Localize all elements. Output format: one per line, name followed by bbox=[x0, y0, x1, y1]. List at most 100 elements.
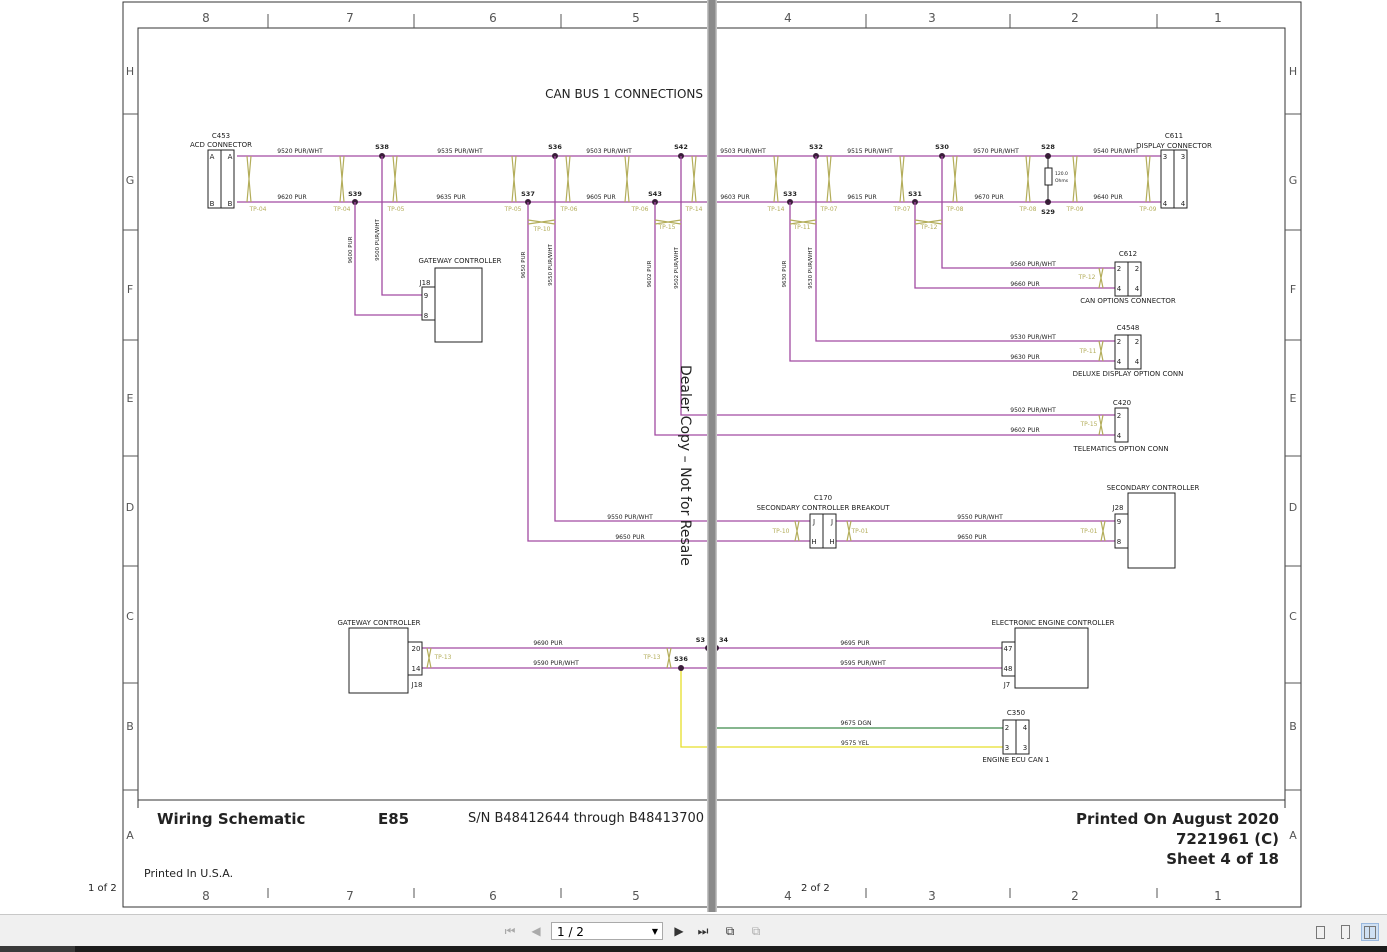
twist-label: TP-07 bbox=[820, 206, 838, 213]
wire-label: 9550 PUR/WHT bbox=[607, 514, 653, 521]
splice-label: S37 bbox=[521, 190, 535, 198]
page-number-input[interactable]: 1 / 2▼ bbox=[551, 922, 663, 940]
pin-label: 14 bbox=[412, 665, 421, 673]
zone-col-top: 7 bbox=[346, 11, 354, 25]
gateway-controller-box bbox=[434, 267, 483, 343]
continuous-view-button[interactable] bbox=[1336, 923, 1354, 941]
splice-label: S36 bbox=[674, 655, 688, 663]
j18-connector bbox=[407, 641, 423, 676]
wire-label: 9503 PUR/WHT bbox=[720, 148, 766, 155]
zone-col-top: 1 bbox=[1214, 11, 1222, 25]
zone-row-left: H bbox=[126, 65, 134, 78]
splice-label: S43 bbox=[648, 190, 662, 198]
twisted-pair-marker bbox=[914, 219, 943, 225]
pin-label: 2 bbox=[1117, 265, 1121, 273]
c4548-connector-half bbox=[1127, 334, 1142, 370]
wire bbox=[789, 202, 1115, 362]
wire-label: 9650 PUR bbox=[957, 534, 986, 541]
twist-label: TP-15 bbox=[658, 224, 676, 231]
single-page-view-button[interactable] bbox=[1311, 923, 1329, 941]
twisted-pair-marker bbox=[773, 155, 779, 203]
c420-id: C420 bbox=[1113, 399, 1131, 407]
splice-label: 34 bbox=[719, 636, 729, 644]
wire-label: 9595 PUR/WHT bbox=[840, 660, 886, 667]
chevron-down-icon[interactable]: ▼ bbox=[651, 927, 658, 936]
c453-connector-name: ACD CONNECTOR bbox=[190, 141, 252, 149]
splice-label: S39 bbox=[348, 190, 362, 198]
c612-connector-name: CAN OPTIONS CONNECTOR bbox=[1080, 297, 1176, 305]
wire-label: 9660 PUR bbox=[1010, 281, 1039, 288]
splice-label: S38 bbox=[375, 143, 389, 151]
zone-col-bottom: 3 bbox=[928, 889, 936, 903]
vertical-wire-label: 9600 PUR bbox=[348, 236, 354, 263]
twist-label: TP-10 bbox=[533, 226, 551, 233]
wire-label: 9630 PUR bbox=[1010, 354, 1039, 361]
c350-connector-id: C350 bbox=[1007, 709, 1025, 717]
c453-connector-half bbox=[220, 149, 235, 209]
zone-row-left: B bbox=[126, 720, 134, 733]
zone-col-top: 4 bbox=[784, 11, 792, 25]
pin-label: 4 bbox=[1117, 285, 1122, 293]
printed-in: Printed In U.S.A. bbox=[144, 867, 233, 880]
pin-label: 8 bbox=[424, 312, 428, 320]
wire-label: 9675 DGN bbox=[841, 720, 872, 727]
vertical-wire-label: 9602 PUR bbox=[647, 260, 653, 287]
pin-label: 2 bbox=[1005, 724, 1009, 732]
wire-label: 9515 PUR/WHT bbox=[847, 148, 893, 155]
wire bbox=[815, 156, 1115, 342]
zone-col-bottom: 1 bbox=[1214, 889, 1222, 903]
wire bbox=[554, 156, 810, 522]
two-page-view-button[interactable] bbox=[1361, 923, 1379, 941]
vertical-wire-label: 9500 PUR/WHT bbox=[375, 219, 381, 261]
twist-label: TP-05 bbox=[504, 206, 522, 213]
pin-label: 4 bbox=[1023, 724, 1028, 732]
twist-label: TP-10 bbox=[772, 528, 790, 535]
next-view-button[interactable]: ⧉ bbox=[748, 923, 764, 939]
model: E85 bbox=[378, 810, 409, 828]
twist-label: TP-07 bbox=[893, 206, 911, 213]
page-gutter-edge bbox=[707, 0, 709, 912]
wire-label: 9575 YEL bbox=[841, 740, 870, 747]
twisted-pair-marker bbox=[339, 155, 345, 203]
last-page-button[interactable]: ⏭ bbox=[695, 923, 711, 939]
wire-label: 9690 PUR bbox=[533, 640, 562, 647]
first-page-icon: ⏮ bbox=[504, 923, 516, 938]
secondary-controller-name: SECONDARY CONTROLLER bbox=[1107, 484, 1200, 492]
twisted-pair-marker bbox=[1072, 155, 1078, 203]
page-right-number: 2 of 2 bbox=[801, 883, 830, 894]
first-page-button[interactable]: ⏮ bbox=[502, 923, 518, 939]
zone-col-bottom: 7 bbox=[346, 889, 354, 903]
previous-view-button[interactable]: ⧉ bbox=[722, 923, 738, 939]
c170-connector-id: C170 bbox=[814, 494, 832, 502]
pin-label: 4 bbox=[1117, 358, 1122, 366]
resistor-value: 120.0 bbox=[1055, 171, 1068, 177]
zone-col-bottom: 8 bbox=[202, 889, 210, 903]
pin-label: 8 bbox=[1117, 538, 1121, 546]
wire-label: 9602 PUR bbox=[1010, 427, 1039, 434]
twisted-pair-marker bbox=[654, 219, 682, 225]
twisted-pair-marker bbox=[789, 219, 817, 225]
pin-label: A bbox=[228, 153, 233, 161]
next-view-icon: ⧉ bbox=[751, 923, 761, 938]
splice-label: S33 bbox=[783, 190, 797, 198]
splice-label: S29 bbox=[1041, 208, 1055, 216]
splice-label: S31 bbox=[908, 190, 922, 198]
vertical-wire-label: 9650 PUR bbox=[521, 251, 527, 278]
c350-connector-name: ENGINE ECU CAN 1 bbox=[982, 756, 1049, 764]
pin-label: 4 bbox=[1117, 432, 1122, 440]
pin-label: 47 bbox=[1004, 645, 1013, 653]
next-page-button[interactable]: ▶ bbox=[671, 923, 687, 939]
previous-page-button[interactable]: ◀ bbox=[528, 923, 544, 939]
wire-label: 9590 PUR/WHT bbox=[533, 660, 579, 667]
twisted-pair-marker bbox=[246, 155, 252, 203]
single-page-icon bbox=[1316, 926, 1325, 939]
vertical-wire-label: 9530 PUR/WHT bbox=[808, 247, 814, 289]
zone-row-left: F bbox=[127, 283, 133, 296]
pin-label: 3 bbox=[1163, 153, 1167, 161]
pin-label: J bbox=[812, 518, 815, 526]
taskbar-segment bbox=[0, 946, 75, 952]
pin-label: 2 bbox=[1117, 338, 1121, 346]
pin-label: 2 bbox=[1135, 265, 1139, 273]
next-page-icon: ▶ bbox=[674, 924, 684, 938]
